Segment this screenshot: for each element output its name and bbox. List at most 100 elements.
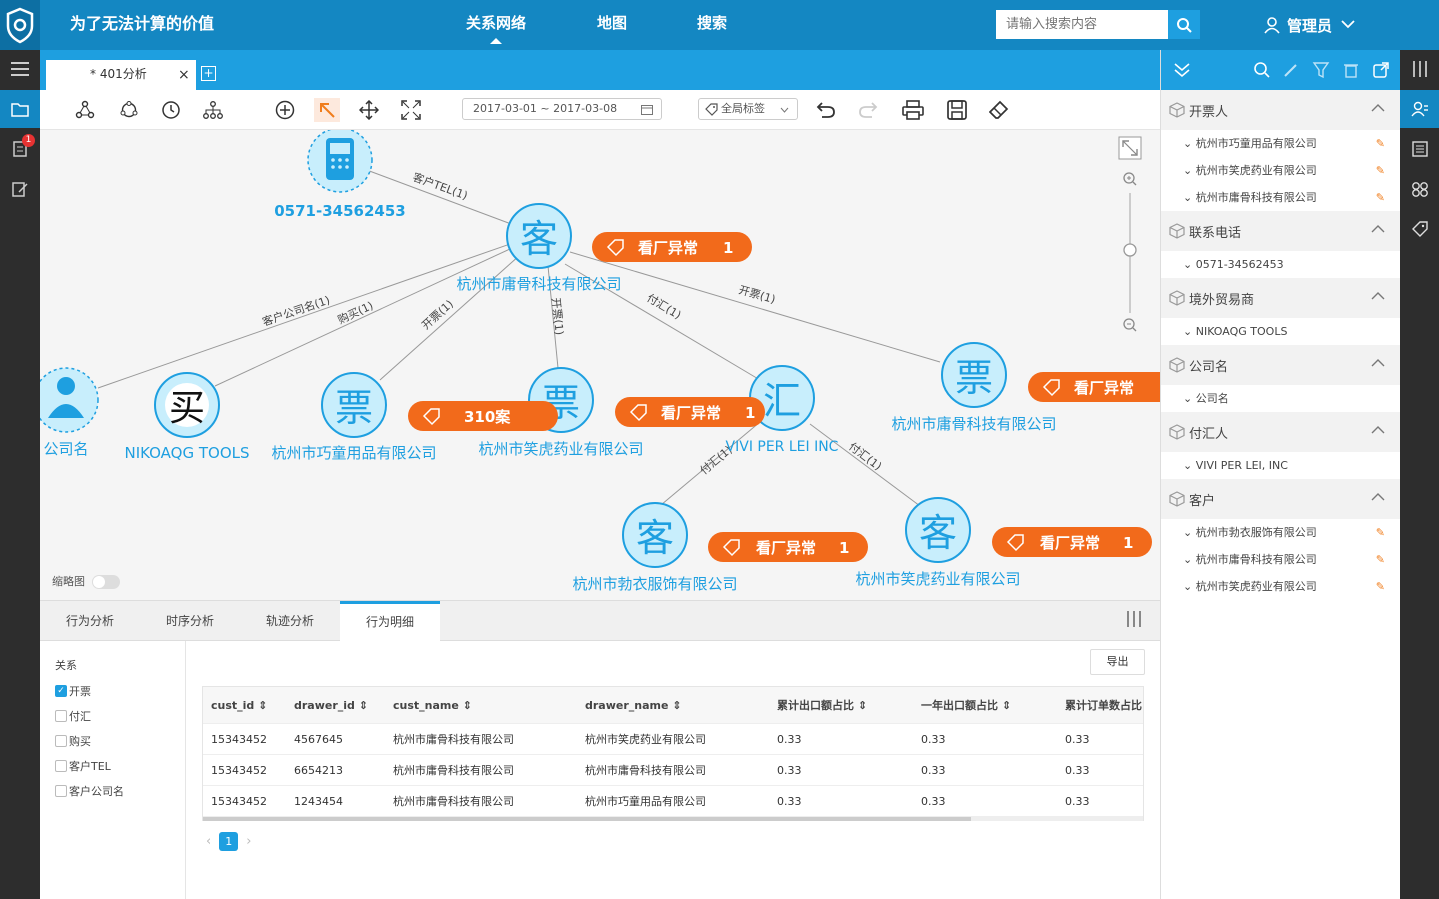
edit-pencil-icon[interactable]: ✎ xyxy=(1375,526,1385,539)
tag-case[interactable]: 310案 xyxy=(408,401,558,431)
edit-pencil-icon[interactable]: ✎ xyxy=(1375,164,1385,177)
list-item[interactable]: ⌄ 0571-34562453 xyxy=(1161,251,1401,278)
tab-behavior-analysis[interactable]: 行为分析 xyxy=(65,614,114,628)
rail-edit-button[interactable] xyxy=(0,170,40,208)
chevron-up-icon[interactable] xyxy=(1371,224,1385,234)
edit-pencil-icon[interactable]: ✎ xyxy=(1375,553,1385,566)
column-header[interactable]: 累计订单数占比 xyxy=(1065,699,1142,712)
page-number[interactable]: 1 xyxy=(219,832,239,851)
rail-notice-button[interactable]: 1 xyxy=(0,130,40,168)
undo-button[interactable] xyxy=(812,98,838,122)
column-header[interactable]: 一年出口额占比 ⇕ xyxy=(921,699,1012,712)
table-row[interactable]: 15343452 1243454 杭州市庸骨科技有限公司 杭州市巧童用品有限公司… xyxy=(203,786,1143,817)
graph-node-phone[interactable]: 0571-34562453 xyxy=(274,130,406,220)
column-header[interactable]: drawer_name ⇕ xyxy=(585,699,682,712)
list-item[interactable]: ⌄ 杭州市庸骨科技有限公司✎ xyxy=(1161,184,1401,211)
global-tag-select[interactable]: 全局标签 xyxy=(698,98,798,120)
panel-tags-button[interactable] xyxy=(1400,210,1439,248)
edit-pencil-icon[interactable]: ✎ xyxy=(1375,137,1385,150)
tag-anomaly[interactable]: 看厂异常 xyxy=(1028,372,1160,402)
panel-attributes-button[interactable] xyxy=(1400,90,1439,128)
timeline-button[interactable] xyxy=(158,98,184,122)
doc-tab-401[interactable]: * 401分析 × xyxy=(46,60,196,90)
nav-relation-network[interactable]: 关系网络 xyxy=(466,0,526,46)
layout-graph-button[interactable] xyxy=(72,98,98,122)
fullscreen-icon[interactable] xyxy=(1118,136,1142,160)
chevron-up-icon[interactable] xyxy=(1371,492,1385,502)
search-button[interactable] xyxy=(1168,10,1200,39)
date-range-picker[interactable]: 2017-03-01 ~ 2017-03-08 xyxy=(462,98,662,120)
list-item[interactable]: ⌄ 杭州市勃衣服饰有限公司✎ xyxy=(1161,519,1401,546)
section-phone[interactable]: 联系电话 xyxy=(1161,211,1401,251)
checkbox[interactable] xyxy=(55,735,67,747)
list-item[interactable]: ⌄ 杭州市笑虎药业有限公司✎ xyxy=(1161,573,1401,600)
panel-groups-button[interactable] xyxy=(1400,170,1439,208)
fit-view-button[interactable] xyxy=(398,98,424,122)
edit-pencil-icon[interactable]: ✎ xyxy=(1375,580,1385,593)
graph-node-remitter[interactable]: 汇 VIVI PER LEI INC xyxy=(726,365,839,455)
checkbox[interactable] xyxy=(55,785,67,797)
column-header[interactable]: 累计出口额占比 ⇕ xyxy=(777,699,868,712)
relationship-graph[interactable]: 客户TEL(1) 客户公司名(1) 购买(1) 开票(1) 开票(1) 付汇(1… xyxy=(40,130,1160,600)
tag-anomaly[interactable]: 看厂异常 1 xyxy=(708,532,868,562)
move-tool-button[interactable] xyxy=(356,98,382,122)
column-header[interactable]: cust_name ⇕ xyxy=(393,699,472,712)
list-item[interactable]: ⌄ VIVI PER LEI, INC xyxy=(1161,452,1401,479)
section-drawer[interactable]: 开票人 xyxy=(1161,90,1401,130)
tag-anomaly[interactable]: 看厂异常 1 xyxy=(615,397,765,427)
open-external-icon[interactable] xyxy=(1372,61,1390,79)
list-item[interactable]: ⌄ 公司名 xyxy=(1161,385,1401,412)
filter-checkbox-company[interactable]: 客户公司名 xyxy=(55,783,185,799)
app-logo-icon[interactable] xyxy=(0,0,40,50)
add-node-button[interactable] xyxy=(272,98,298,122)
graph-node-invoice[interactable]: 票 杭州市庸骨科技有限公司 xyxy=(891,342,1057,433)
next-page-icon[interactable]: › xyxy=(246,834,252,849)
graph-node-buyer[interactable]: 买 NIKOAQG TOOLS xyxy=(124,372,250,462)
tag-anomaly[interactable]: 看厂异常 1 xyxy=(992,527,1152,557)
user-menu[interactable]: 管理员 xyxy=(1263,0,1358,50)
eraser-button[interactable] xyxy=(986,98,1012,122)
filter-checkbox-buy[interactable]: 购买 xyxy=(55,733,185,749)
column-header[interactable]: drawer_id ⇕ xyxy=(294,699,368,712)
layout-circle-button[interactable] xyxy=(116,98,142,122)
filter-checkbox-remit[interactable]: 付汇 xyxy=(55,708,185,724)
panel-columns-button[interactable] xyxy=(1400,50,1439,88)
graph-node-customer[interactable]: 客 杭州市庸骨科技有限公司 xyxy=(456,203,622,293)
prev-page-icon[interactable]: ‹ xyxy=(206,834,212,849)
chevron-up-icon[interactable] xyxy=(1371,291,1385,301)
collapse-down-icon[interactable] xyxy=(1173,61,1191,79)
add-tab-icon[interactable]: + xyxy=(201,66,216,81)
list-item[interactable]: ⌄ 杭州市巧童用品有限公司✎ xyxy=(1161,130,1401,157)
chevron-up-icon[interactable] xyxy=(1371,103,1385,113)
graph-node-company[interactable]: 公司名 xyxy=(40,367,99,458)
table-row[interactable]: 15343452 4567645 杭州市庸骨科技有限公司 杭州市笑虎药业有限公司… xyxy=(203,724,1143,755)
save-button[interactable] xyxy=(944,98,970,122)
nav-map[interactable]: 地图 xyxy=(597,14,628,32)
horizontal-scrollbar[interactable] xyxy=(203,817,1143,821)
section-company-name[interactable]: 公司名 xyxy=(1161,345,1401,385)
redo-button[interactable] xyxy=(856,98,882,122)
table-row[interactable]: 15343452 6654213 杭州市庸骨科技有限公司 杭州市庸骨科技有限公司… xyxy=(203,755,1143,786)
checkbox[interactable] xyxy=(55,710,67,722)
section-remitter[interactable]: 付汇人 xyxy=(1161,412,1401,452)
filter-icon[interactable] xyxy=(1312,61,1330,79)
list-item[interactable]: ⌄ NIKOAQG TOOLS xyxy=(1161,318,1401,345)
thumbnail-toggle[interactable] xyxy=(92,575,120,589)
list-item[interactable]: ⌄ 杭州市庸骨科技有限公司✎ xyxy=(1161,546,1401,573)
chevron-up-icon[interactable] xyxy=(1371,425,1385,435)
export-button[interactable]: 导出 xyxy=(1090,649,1145,675)
panel-list-button[interactable] xyxy=(1400,130,1439,168)
chevron-up-icon[interactable] xyxy=(1371,358,1385,368)
graph-node-customer[interactable]: 客 杭州市笑虎药业有限公司 xyxy=(855,497,1021,588)
tag-anomaly[interactable]: 看厂异常 1 xyxy=(592,232,752,262)
column-header[interactable]: cust_id ⇕ xyxy=(211,699,268,712)
rail-folder-button[interactable] xyxy=(0,90,40,128)
filter-checkbox-invoice[interactable]: ✓开票 xyxy=(55,683,185,699)
select-tool-button[interactable] xyxy=(314,98,340,122)
zoom-in-icon[interactable] xyxy=(1123,172,1137,186)
search-input[interactable] xyxy=(996,10,1168,39)
tab-timing-analysis[interactable]: 时序分析 xyxy=(165,614,214,628)
section-customer[interactable]: 客户 xyxy=(1161,479,1401,519)
checkbox-checked-icon[interactable]: ✓ xyxy=(55,685,67,697)
print-button[interactable] xyxy=(900,98,926,122)
